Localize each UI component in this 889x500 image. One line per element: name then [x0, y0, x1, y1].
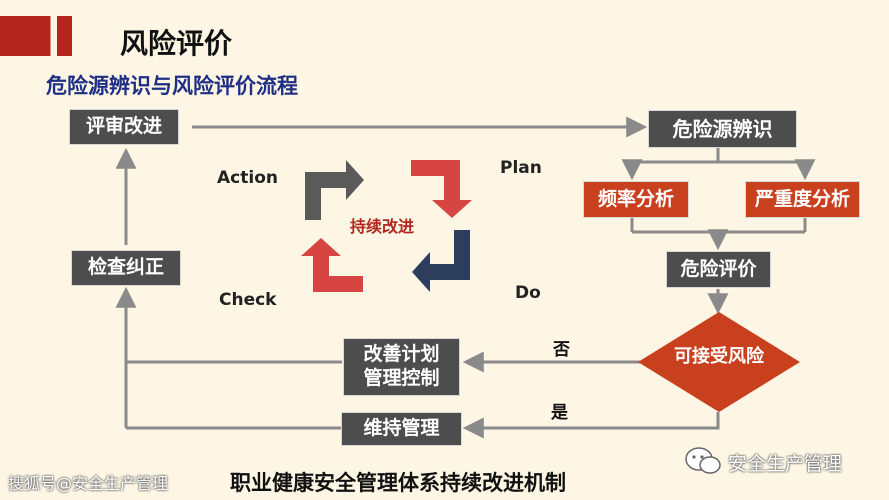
watermark-right: 安全生产管理	[728, 453, 843, 475]
watermark-left: 搜狐号@安全生产管理	[8, 474, 169, 493]
node-maintain-management: 维持管理	[341, 412, 462, 446]
page-title: 风险评价	[120, 27, 233, 60]
node-improvement-plan: 改善计划 管理控制	[343, 338, 460, 396]
cycle-label-do: Do	[515, 283, 541, 303]
cycle-arrow-plan	[411, 160, 472, 218]
node-hazard-identification: 危险源辨识	[648, 110, 797, 148]
node-inspect: 检查纠正	[71, 250, 181, 286]
node-frequency-analysis: 频率分析	[583, 181, 689, 218]
node-improvement-plan-line2: 管理控制	[363, 367, 440, 389]
edge-label-yes: 是	[551, 403, 568, 423]
pdca-cycle	[301, 160, 472, 292]
edge-yes	[462, 412, 720, 439]
node-improvement-plan-line1: 改善计划	[363, 343, 440, 366]
cycle-arrow-check	[301, 238, 363, 292]
node-acceptable-risk: 可接受风险	[674, 346, 764, 367]
cycle-label-check: Check	[219, 290, 277, 310]
footer-caption: 职业健康安全管理体系持续改进机制	[230, 471, 566, 495]
cycle-label-plan: Plan	[500, 158, 542, 178]
node-review: 评审改进	[69, 109, 179, 145]
edge-label-no: 否	[553, 340, 570, 360]
node-severity-analysis: 严重度分析	[745, 181, 860, 218]
node-risk-evaluation: 危险评价	[666, 251, 771, 288]
wechat-icon	[685, 447, 721, 474]
page-subtitle: 危险源辨识与风险评价流程	[46, 74, 298, 98]
cycle-arrow-action	[305, 160, 364, 220]
cycle-center-label: 持续改进	[350, 217, 415, 236]
cycle-label-action: Action	[217, 168, 278, 188]
cycle-arrow-do	[412, 230, 470, 292]
title-decoration	[0, 16, 92, 56]
node-acceptable-risk-diamond	[638, 312, 800, 412]
